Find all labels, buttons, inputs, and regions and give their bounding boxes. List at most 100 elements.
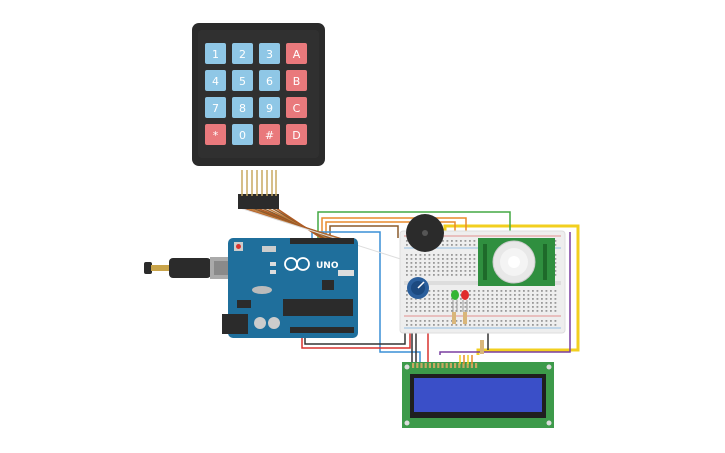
breadboard-hole xyxy=(545,298,548,300)
breadboard-hole xyxy=(419,302,422,304)
breadboard-hole xyxy=(469,270,471,272)
breadboard-hole xyxy=(419,306,422,308)
breadboard-hole xyxy=(437,324,440,326)
breadboard-hole xyxy=(424,270,426,272)
breadboard-hole xyxy=(469,324,471,326)
breadboard-hole xyxy=(410,254,413,256)
breadboard-hole xyxy=(433,258,435,260)
breadboard-hole xyxy=(451,310,453,312)
lcd-pin xyxy=(433,363,436,368)
breadboard-hole xyxy=(469,306,471,308)
breadboard-hole xyxy=(446,262,449,264)
lcd-pin xyxy=(437,363,440,368)
lcd-pin xyxy=(449,363,452,368)
breadboard-hole xyxy=(500,324,503,326)
keypad-key-label: D xyxy=(292,129,300,142)
breadboard-hole xyxy=(500,290,503,292)
keypad-key-label: # xyxy=(265,129,274,142)
breadboard-hole xyxy=(473,290,476,292)
breadboard-hole xyxy=(469,294,471,296)
breadboard-hole xyxy=(406,254,408,256)
breadboard-hole xyxy=(505,298,507,300)
breadboard-hole xyxy=(437,302,440,304)
breadboard-hole xyxy=(437,266,440,268)
breadboard-hole xyxy=(424,320,426,322)
breadboard-hole xyxy=(545,310,548,312)
breadboard-hole xyxy=(419,298,422,300)
breadboard-hole xyxy=(455,270,458,272)
breadboard-hole xyxy=(455,254,458,256)
breadboard-hole xyxy=(406,310,408,312)
breadboard-hole xyxy=(554,302,557,304)
breadboard-hole xyxy=(433,266,435,268)
breadboard-hole xyxy=(460,266,462,268)
keypad-key xyxy=(232,43,253,64)
breadboard-hole xyxy=(509,294,512,296)
breadboard-hole xyxy=(514,320,516,322)
breadboard-hole xyxy=(442,294,444,296)
breadboard-hole xyxy=(460,324,462,326)
breadboard-hole xyxy=(410,274,413,276)
breadboard-hole xyxy=(532,324,534,326)
breadboard-hole xyxy=(554,244,557,246)
breadboard-hole xyxy=(428,298,431,300)
breadboard-hole xyxy=(473,258,476,260)
breadboard-hole xyxy=(473,262,476,264)
breadboard-hole xyxy=(415,310,417,312)
breadboard-hole xyxy=(473,302,476,304)
keypad-key-label: 7 xyxy=(212,102,219,115)
breadboard-hole xyxy=(451,324,453,326)
breadboard-hole xyxy=(410,320,413,322)
breadboard-hole xyxy=(433,262,435,264)
breadboard-hole xyxy=(442,270,444,272)
breadboard-hole xyxy=(451,290,453,292)
breadboard-hole xyxy=(419,258,422,260)
lcd-pin xyxy=(428,363,431,368)
breadboard-hole xyxy=(478,324,480,326)
breadboard-hole xyxy=(460,258,462,260)
breadboard-hole xyxy=(424,302,426,304)
green-wire xyxy=(317,211,511,240)
power-jack xyxy=(222,314,248,334)
breadboard-hole xyxy=(487,294,489,296)
breadboard-hole xyxy=(523,290,525,292)
breadboard-hole xyxy=(496,290,498,292)
resistor xyxy=(452,312,456,324)
breadboard-hole xyxy=(406,270,408,272)
breadboard-hole xyxy=(527,306,530,308)
breadboard-hole xyxy=(428,302,431,304)
breadboard-hole xyxy=(451,298,453,300)
breadboard-hole xyxy=(415,324,417,326)
breadboard-hole xyxy=(442,266,444,268)
breadboard-hole xyxy=(406,302,408,304)
lcd-pin xyxy=(458,363,461,368)
breadboard-hole xyxy=(410,298,413,300)
breadboard-hole xyxy=(509,302,512,304)
breadboard-hole xyxy=(496,298,498,300)
breadboard-hole xyxy=(496,324,498,326)
breadboard-hole xyxy=(509,324,512,326)
breadboard-hole xyxy=(469,262,471,264)
breadboard-hole xyxy=(437,270,440,272)
breadboard-hole xyxy=(442,244,444,246)
lcd-pin xyxy=(454,363,457,368)
breadboard-hole xyxy=(442,290,444,292)
breadboard-hole xyxy=(406,244,408,246)
breadboard-hole xyxy=(406,240,408,242)
breadboard-hole xyxy=(460,298,462,300)
potentiometer xyxy=(407,277,429,299)
breadboard-hole xyxy=(478,320,480,322)
breadboard-hole xyxy=(500,302,503,304)
breadboard-hole xyxy=(473,270,476,272)
lcd-display xyxy=(402,355,554,428)
breadboard-hole xyxy=(415,306,417,308)
breadboard-hole xyxy=(464,302,467,304)
breadboard-hole xyxy=(424,306,426,308)
breadboard-hole xyxy=(473,274,476,276)
lcd-pin xyxy=(466,363,469,368)
breadboard-hole xyxy=(460,294,462,296)
breadboard-hole xyxy=(473,306,476,308)
breadboard-hole xyxy=(532,310,534,312)
breadboard-hole xyxy=(415,258,417,260)
breadboard-hole xyxy=(536,320,539,322)
